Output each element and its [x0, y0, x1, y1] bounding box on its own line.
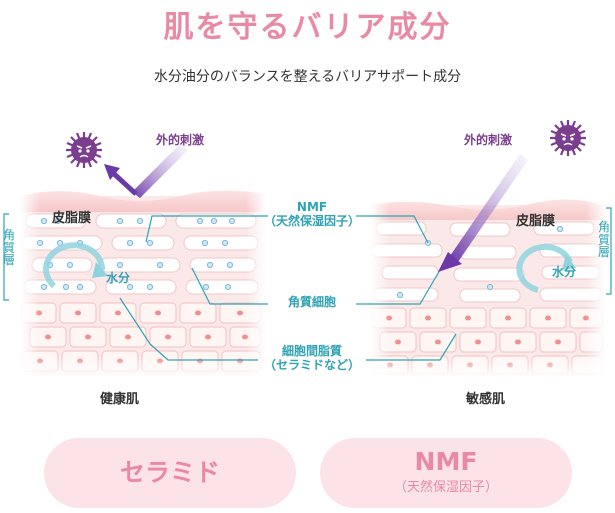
nmf-pill-title: NMF — [414, 447, 478, 476]
healthy-skin-caption: 健康肌 — [100, 392, 140, 407]
external-stimulus-label-right: 外的刺激 — [464, 133, 513, 147]
external-stimulus-label-left: 外的刺激 — [156, 133, 205, 147]
arrow-icon-right — [438, 154, 528, 272]
sensitive-skin-block — [370, 199, 606, 380]
page-title: 肌を守るバリア成分 — [163, 10, 452, 45]
horny-layer-label-right: 角 質 層 — [597, 220, 610, 260]
intercellular-lipid-sub: （セラミドなど） — [263, 358, 360, 373]
virus-icon-right — [550, 120, 586, 156]
moisture-label-left: 水分 — [106, 271, 131, 285]
ceramide-pill: セラミド — [44, 438, 296, 508]
arrow-icon — [104, 144, 188, 198]
nmf-pill: NMF （天然保湿因子） — [320, 438, 572, 508]
nmf-label-title: NMF — [296, 200, 328, 214]
moisture-cycle-icon-right — [516, 243, 576, 293]
virus-icon — [66, 132, 102, 168]
corneocyte-label: 角質細胞 — [287, 295, 336, 309]
horny-layer-label-left: 角 質 層 — [2, 228, 15, 268]
sensitive-skin-caption: 敏感肌 — [466, 392, 506, 407]
nmf-label-sub: （天然保湿因子） — [264, 214, 361, 229]
intercellular-lipid-label: 細胞間脂質 （セラミドなど） — [256, 344, 368, 373]
leader-lines — [119, 215, 457, 361]
sebum-film-label-right: 皮脂膜 — [516, 214, 556, 229]
intercellular-lipid-title: 細胞間脂質 — [281, 344, 342, 358]
bracket-icon — [3, 207, 612, 301]
nmf-pill-sub: （天然保湿因子） — [393, 480, 498, 495]
healthy-skin-block — [20, 190, 266, 380]
nmf-label: NMF （天然保湿因子） — [264, 200, 360, 229]
ceramide-pill-label: セラミド — [119, 458, 220, 487]
moisture-cycle-icon — [43, 242, 108, 289]
page-subtitle: 水分油分のバランスを整えるバリアサポート成分 — [153, 69, 462, 85]
sebum-film-label-left: 皮脂膜 — [52, 211, 92, 226]
moisture-label-right: 水分 — [552, 265, 577, 279]
